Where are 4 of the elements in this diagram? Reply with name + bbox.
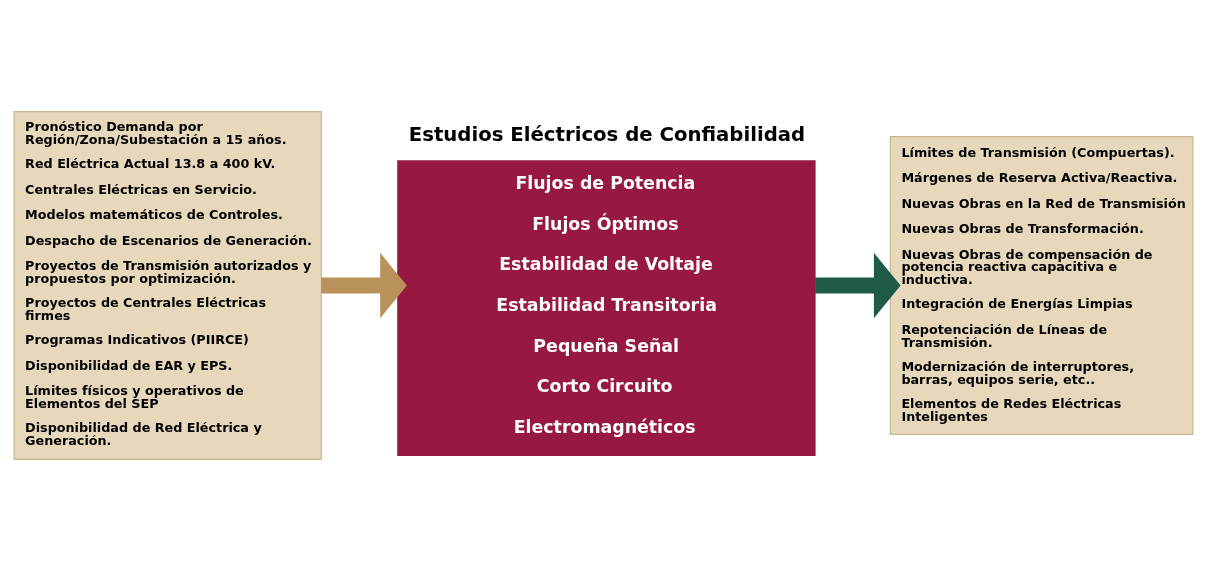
- arrow: [321, 252, 407, 319]
- node-label: Estudios Eléctricos de Confiabilidad: [408, 123, 806, 147]
- node-box: Flujos de Potencia Flujos Óptimos Estabilidad de Voltaje Estabilidad Transitoria Pequeña Señal Corto Circuito Electromagnéticos: [397, 160, 816, 456]
- arrow: [815, 252, 901, 319]
